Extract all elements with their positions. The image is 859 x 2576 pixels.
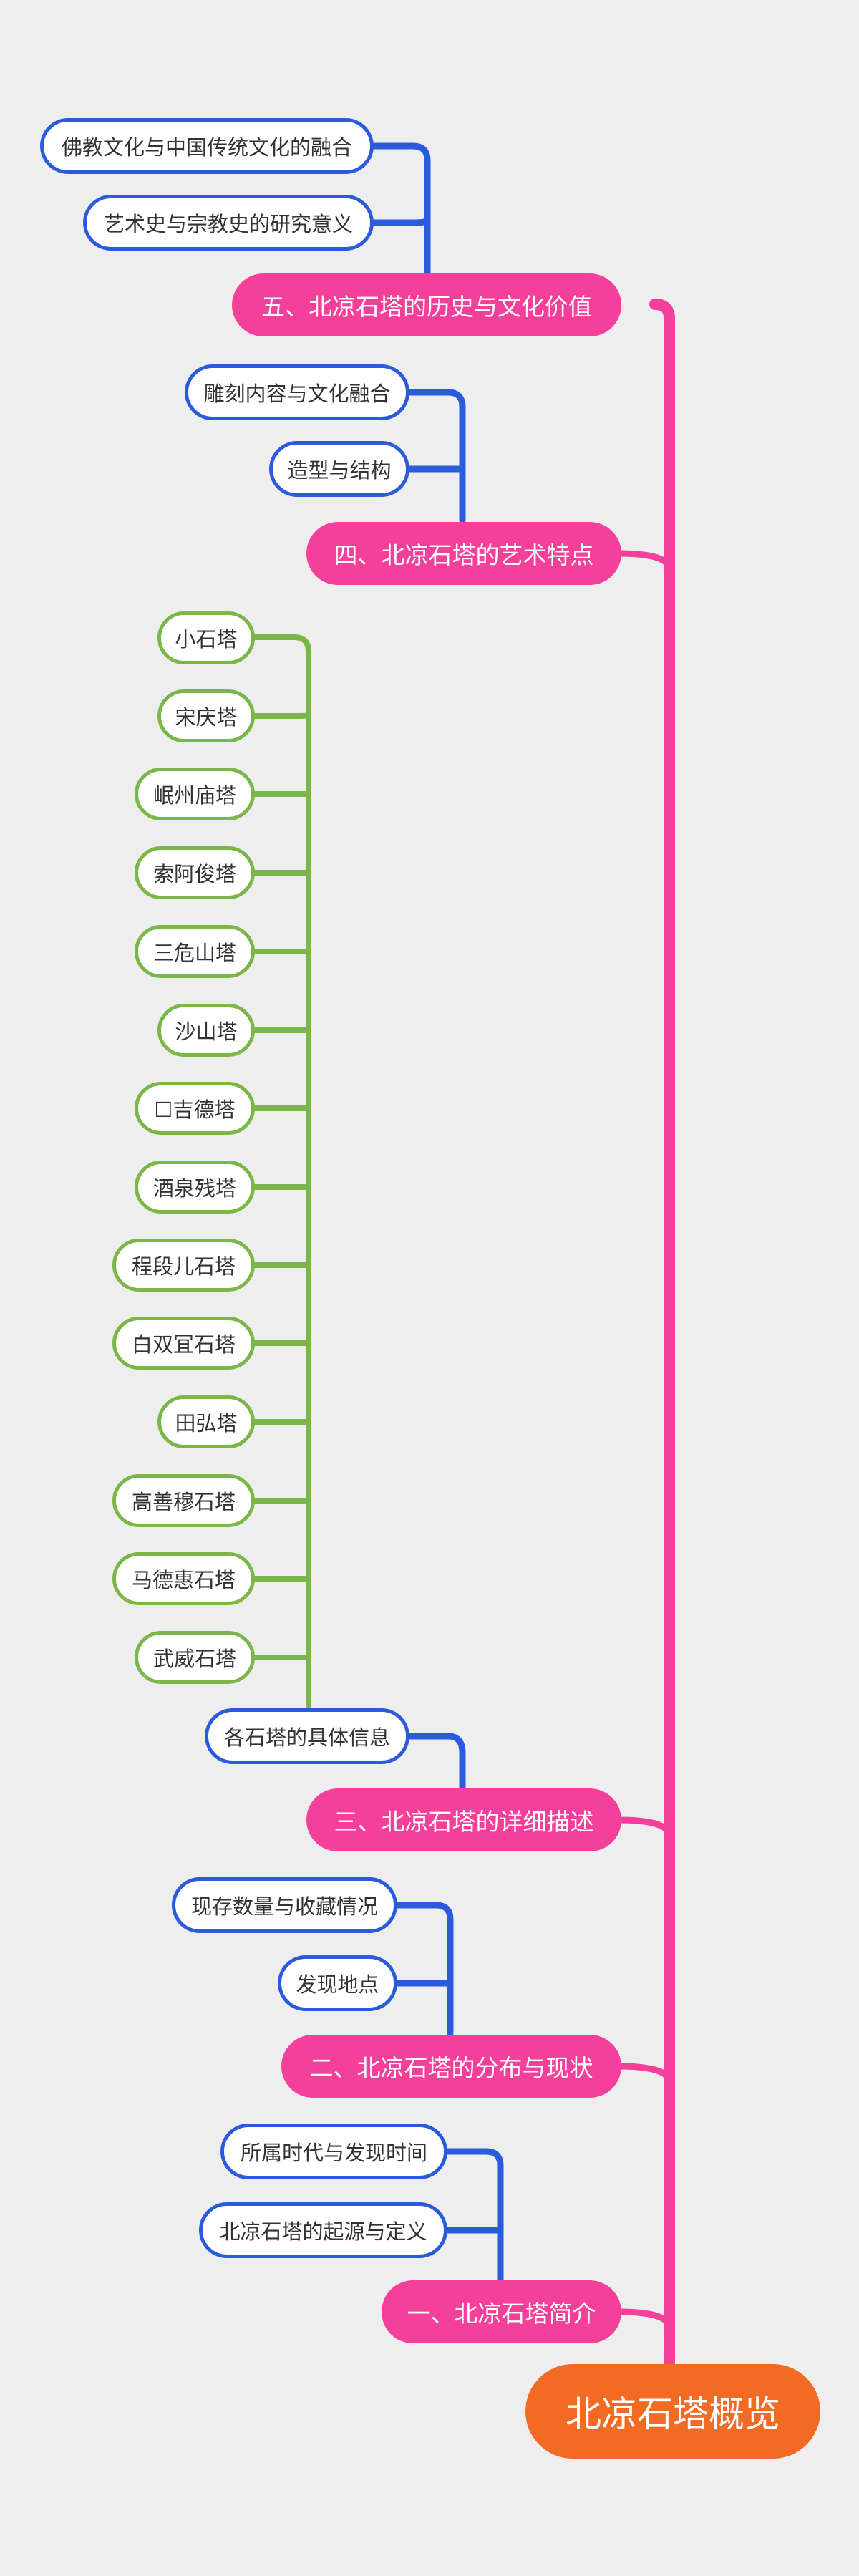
topic-node[interactable]: 艺术史与宗教史的研究意义 xyxy=(83,195,374,251)
topic-node[interactable]: 所属时代与发现时间 xyxy=(220,2124,447,2179)
tower-node[interactable]: 武威石塔 xyxy=(135,1631,255,1684)
topic-node[interactable]: 造型与结构 xyxy=(269,441,409,497)
tower-node[interactable]: 田弘塔 xyxy=(157,1395,255,1448)
topic-node[interactable]: 现存数量与收藏情况 xyxy=(172,1877,397,1933)
tower-node[interactable]: 程段儿石塔 xyxy=(112,1239,255,1292)
connector-s2-children xyxy=(406,389,466,524)
connector-sec5 xyxy=(616,2308,673,2330)
tower-node[interactable]: 岷州庙塔 xyxy=(135,768,255,820)
topic-node[interactable]: 佛教文化与中国传统文化的融合 xyxy=(40,118,374,174)
connector-sec3 xyxy=(616,1816,673,1838)
tower-node[interactable]: 三危山塔 xyxy=(135,925,255,978)
tower-node[interactable]: 白双冝石塔 xyxy=(112,1317,255,1370)
connector-s5-children xyxy=(444,2148,504,2282)
tower-node[interactable]: 沙山塔 xyxy=(157,1004,255,1057)
section-node[interactable]: 五、北凉石塔的历史与文化价值 xyxy=(232,273,621,336)
connector-trunk xyxy=(649,299,675,2368)
topic-node[interactable]: 各石塔的具体信息 xyxy=(205,1708,409,1764)
section-node[interactable]: 二、北凉石塔的分布与现状 xyxy=(281,2035,621,2098)
connector-tower-list xyxy=(252,634,311,1715)
tower-node[interactable]: 高善穆石塔 xyxy=(112,1474,255,1527)
root-node[interactable]: 北凉石塔概览 xyxy=(525,2364,820,2459)
tower-node[interactable]: ☐吉德塔 xyxy=(135,1082,255,1135)
connector-s3-children xyxy=(406,1733,466,1791)
section-node[interactable]: 四、北凉石塔的艺术特点 xyxy=(306,522,621,585)
topic-node[interactable]: 发现地点 xyxy=(278,1955,397,2011)
tower-node[interactable]: 马德惠石塔 xyxy=(112,1552,255,1605)
connector-sec4 xyxy=(616,2063,673,2084)
tower-node[interactable]: 小石塔 xyxy=(157,611,255,664)
connector-s1-children xyxy=(370,142,431,276)
tower-node[interactable]: 酒泉残塔 xyxy=(135,1161,255,1214)
connector-sec2 xyxy=(616,550,673,571)
connector-s4-children xyxy=(394,1902,454,2037)
tower-node[interactable]: 宋庆塔 xyxy=(157,689,255,742)
topic-node[interactable]: 北凉石塔的起源与定义 xyxy=(199,2202,447,2258)
tower-node[interactable]: 索阿俊塔 xyxy=(135,846,255,899)
section-node[interactable]: 三、北凉石塔的详细描述 xyxy=(306,1788,621,1851)
topic-node[interactable]: 雕刻内容与文化融合 xyxy=(185,364,409,420)
section-node[interactable]: 一、北凉石塔简介 xyxy=(382,2280,621,2343)
